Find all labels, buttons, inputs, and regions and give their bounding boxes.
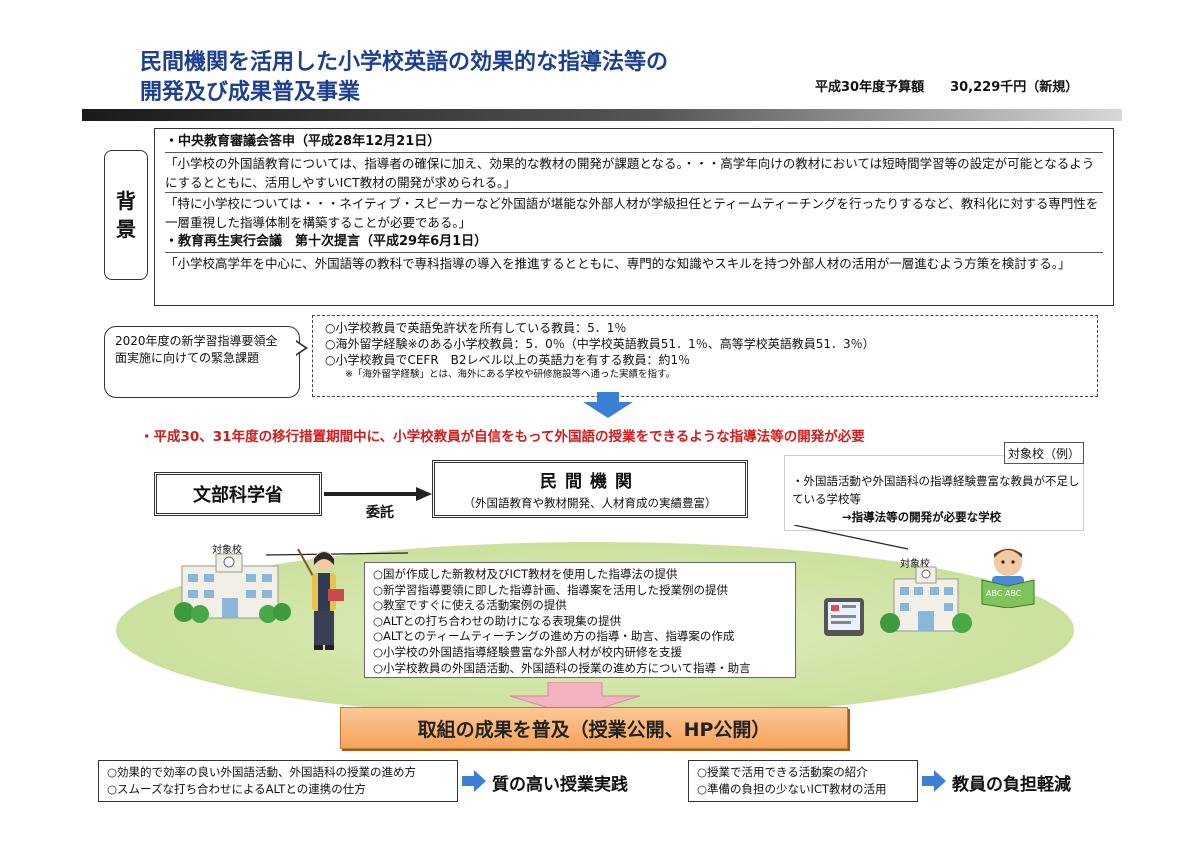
school-building-icon-left bbox=[174, 553, 291, 623]
private-org-title: 民間機関 bbox=[540, 472, 640, 492]
background-heading-2: ・教育再生実行会議 第十次提言（平成29年6月1日） bbox=[165, 234, 488, 249]
private-org-box: 民間機関 （外国語教育や教材開発、人材育成の実績豊富） bbox=[432, 460, 748, 518]
urgent-stats-box: ○小学校教員で英語免許状を所有している教員：5．1％ ○海外留学経験※のある小学… bbox=[312, 315, 1098, 397]
background-quote-1b: 「特に小学校については・・・ネイティブ・スピーカーなど外国語が堪能な外部人材が学… bbox=[165, 192, 1103, 232]
book-text: ABC ABC bbox=[986, 589, 1022, 598]
tablet-icon bbox=[824, 598, 864, 636]
method-item: ○ALTとのティームティーチングの進め方の指導・助言、指導案の作成 bbox=[373, 629, 735, 644]
method-item: ○国が作成した新教材及びICT教材を使用した指導法の提供 bbox=[373, 567, 678, 581]
background-label-char-1: 背 bbox=[116, 189, 136, 213]
background-heading-1: ・中央教育審議会答申（平成28年12月21日） bbox=[165, 134, 441, 149]
outcome-box-left: ○効果的で効率の良い外国語活動、外国語科の授業の進め方 ○スムーズな打ち合わせに… bbox=[98, 760, 458, 802]
target-school-text: ・外国語活動や外国語科の指導経験豊富な教員が不足している学校等 →指導法等の開発… bbox=[792, 472, 1080, 526]
urgent-callout: 2020年度の新学習指導要領全面実施に向けての緊急課題 bbox=[104, 326, 300, 398]
outcome-right-item-1: ○授業で活用できる活動案の紹介 bbox=[697, 765, 868, 779]
target-school-tag: 対象校（例） bbox=[1004, 442, 1084, 464]
title-line-1: 民間機関を活用した小学校英語の効果的な指導法等の bbox=[140, 50, 669, 75]
background-label: 背 景 bbox=[104, 150, 148, 280]
method-item: ○小学校の外国語指導経験豊富な外部人材が校内研修を支援 bbox=[373, 644, 683, 659]
down-arrow-icon bbox=[583, 392, 633, 418]
budget-label: 平成30年度予算額 bbox=[815, 80, 925, 95]
outcome-left-item-1: ○効果的で効率の良い外国語活動、外国語科の授業の進め方 bbox=[107, 765, 417, 779]
methods-list: ○国が作成した新教材及びICT教材を使用した指導法の提供 ○新学習指導要領に即し… bbox=[364, 562, 796, 678]
background-quote-2: 「小学校高学年を中心に、外国語等の教科で専科指導の導入を推進するとともに、専門的… bbox=[165, 252, 1103, 273]
right-arrow-blue-icon bbox=[922, 770, 946, 792]
stat-license: ○小学校教員で英語免許状を所有している教員：5．1％ bbox=[325, 321, 627, 335]
commission-label: 委託 bbox=[366, 505, 394, 521]
down-arrow-pink-icon bbox=[510, 682, 640, 716]
page-title: 民間機関を活用した小学校英語の効果的な指導法等の 開発及び成果普及事業 bbox=[140, 48, 780, 108]
background-label-char-2: 景 bbox=[116, 217, 136, 241]
outcome-right-item-2: ○準備の負担の少ないICT教材の活用 bbox=[697, 782, 887, 796]
connector-lines bbox=[265, 525, 909, 556]
callout-tail-inner bbox=[296, 342, 305, 354]
school-label-left: 対象校 bbox=[212, 545, 242, 556]
right-arrow-blue-icon bbox=[462, 770, 486, 792]
target-school-desc: ・外国語活動や外国語科の指導経験豊富な教員が不足している学校等 bbox=[792, 474, 1080, 506]
result-banner: 取組の成果を普及（授業公開、HP公開） bbox=[340, 707, 848, 749]
outcome-right-result: 教員の負担軽減 bbox=[952, 775, 1071, 795]
stat-study-abroad: ○海外留学経験※のある小学校教員：5．0％（中学校英語教員51．1％、高等学校英… bbox=[325, 337, 875, 351]
school-building-icon-right bbox=[880, 566, 972, 633]
teacher-illustration-icon bbox=[297, 548, 344, 650]
budget-info: 平成30年度予算額 30,229千円（新規） bbox=[815, 76, 1104, 95]
budget-value: 30,229千円（新規） bbox=[950, 80, 1079, 95]
background-box: ・中央教育審議会答申（平成28年12月21日） 「小学校の外国語教育については、… bbox=[154, 128, 1114, 306]
title-divider-bar bbox=[82, 109, 1122, 121]
background-quote-1a: 「小学校の外国語教育については、指導者の確保に加え、効果的な教材の開発が課題とな… bbox=[165, 152, 1103, 192]
target-school-arrow-text: →指導法等の開発が必要な学校 bbox=[842, 510, 1002, 524]
private-org-subtitle: （外国語教育や教材開発、人材育成の実績豊富） bbox=[463, 496, 717, 510]
school-label-right: 対象校 bbox=[900, 559, 930, 570]
outcome-left-result: 質の高い授業実践 bbox=[492, 775, 628, 795]
target-school-box bbox=[784, 455, 1084, 531]
method-item: ○教室ですぐに使える活動案例の提供 bbox=[373, 598, 567, 613]
stats-note: ※「海外留学経験」とは、海外にある学校や研修施設等へ通った実績を指す。 bbox=[345, 369, 676, 380]
outcome-left-item-2: ○スムーズな打ち合わせによるALTとの連携の仕方 bbox=[107, 782, 366, 796]
mext-box: 文部科学省 bbox=[154, 472, 322, 516]
student-reading-icon: ABC ABC bbox=[981, 548, 1035, 608]
stat-cefr: ○小学校教員でCEFR B2レベル以上の英語力を有する教員：約1％ bbox=[325, 353, 691, 367]
title-line-2: 開発及び成果普及事業 bbox=[140, 80, 361, 105]
method-item: ○ALTとの打ち合わせの助けになる表現集の提供 bbox=[373, 613, 622, 628]
right-arrow-icon bbox=[324, 487, 432, 501]
method-item: ○小学校教員の外国語活動、外国語科の授業の進め方について指導・助言 bbox=[373, 660, 751, 675]
outcome-box-right: ○授業で活用できる活動案の紹介 ○準備の負担の少ないICT教材の活用 bbox=[688, 760, 918, 802]
method-item: ○新学習指導要領に即した指導計画、指導案を活用した授業例の提供 bbox=[373, 582, 729, 597]
need-statement: ・平成30、31年度の移行措置期間中に、小学校教員が自信をもって外国語の授業をで… bbox=[140, 429, 865, 445]
